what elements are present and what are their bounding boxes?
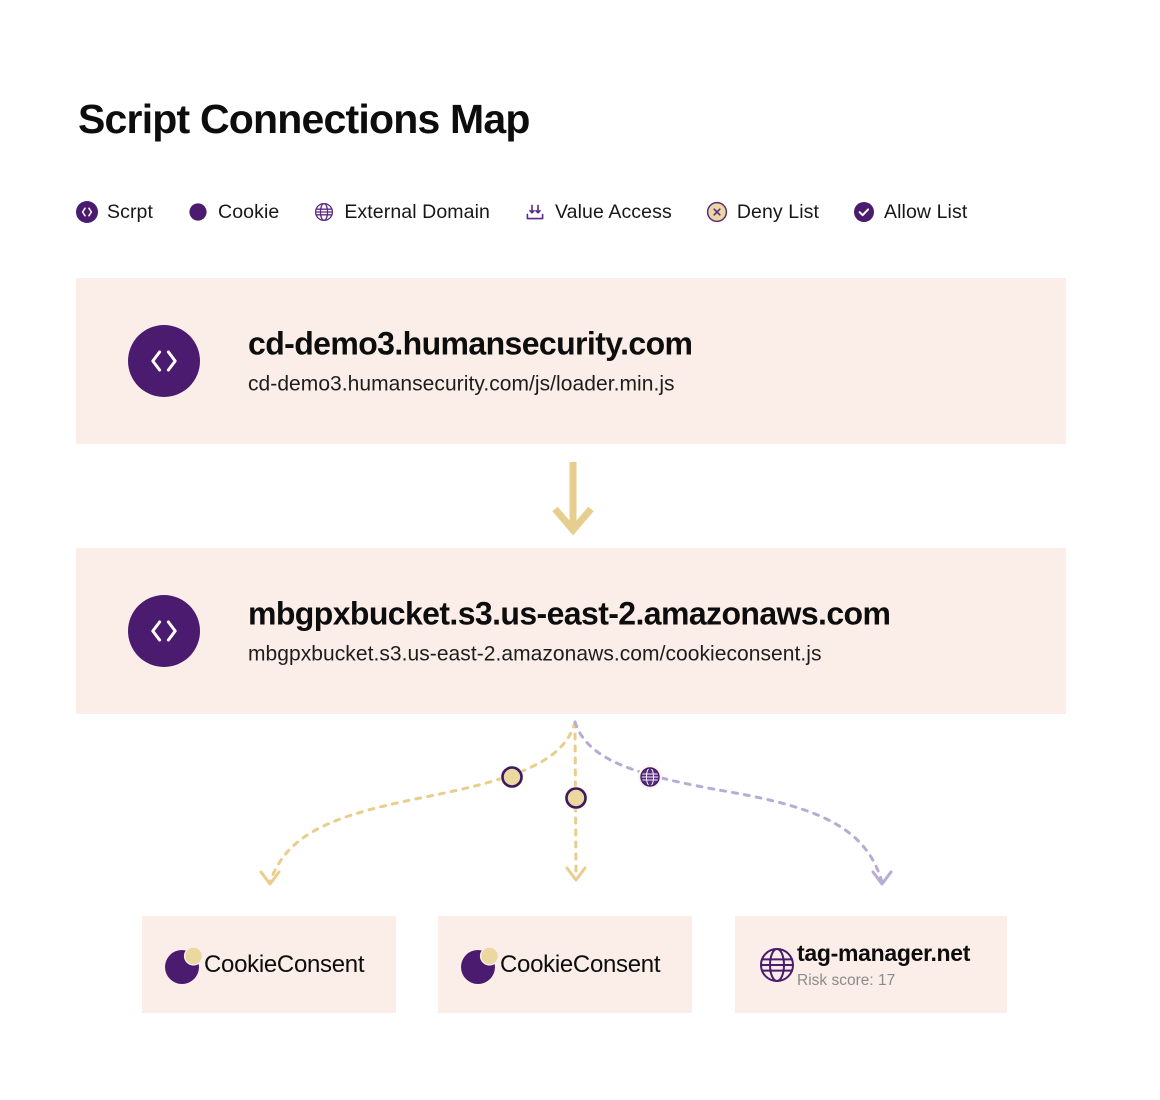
legend-item-cookie: Cookie (187, 201, 279, 224)
leaf-title: CookieConsent (204, 950, 365, 978)
page-title: Script Connections Map (78, 96, 530, 142)
node-text: mbgpxbucket.s3.us-east-2.amazonaws.com m… (248, 595, 891, 667)
edge-middle-arrowhead (565, 866, 587, 882)
script-icon (128, 595, 200, 667)
cookie-icon (461, 945, 500, 984)
leaf-body: tag-manager.net Risk score: 17 (797, 940, 970, 990)
edge-main-arrow (552, 462, 594, 536)
legend-item-deny-list: Deny List (706, 201, 819, 224)
legend-item-value-access: Value Access (524, 201, 672, 224)
node-subtitle: mbgpxbucket.s3.us-east-2.amazonaws.com/c… (248, 642, 822, 666)
legend-label: Scrpt (107, 200, 154, 223)
deny-list-icon (706, 201, 728, 223)
edge-left-path (268, 720, 577, 884)
legend-label: External Domain (344, 200, 490, 223)
edge-right-arrowhead (871, 870, 893, 886)
globe-icon (760, 947, 794, 982)
edge-connectors (259, 720, 893, 886)
leaf-card-cookieconsent-1[interactable]: CookieConsent (142, 916, 396, 1013)
node-icon-wrap (128, 595, 200, 667)
legend-item-allow-list: Allow List (853, 201, 967, 224)
legend: Scrpt Cookie External Domain (76, 197, 967, 227)
legend-item-external-domain: External Domain (313, 201, 490, 224)
cookie-dot-icon (187, 201, 209, 223)
cookie-icon (165, 945, 204, 984)
leaf-card-cookieconsent-2[interactable]: CookieConsent (438, 916, 692, 1013)
legend-label: Cookie (218, 200, 280, 223)
legend-label: Deny List (736, 200, 819, 223)
node-title: mbgpxbucket.s3.us-east-2.amazonaws.com (248, 595, 891, 632)
legend-label: Allow List (884, 200, 968, 223)
leaf-title: CookieConsent (500, 950, 661, 978)
node-icon-wrap (128, 325, 200, 397)
leaf-body: CookieConsent (204, 950, 365, 979)
legend-label: Value Access (554, 200, 672, 223)
edge-middle-cookie-badge (564, 786, 588, 810)
leaf-title: tag-manager.net (797, 939, 971, 966)
node-card-loader[interactable]: cd-demo3.humansecurity.com cd-demo3.huma… (76, 278, 1066, 444)
value-access-icon (524, 201, 546, 223)
allow-list-icon (853, 201, 875, 223)
script-icon (76, 201, 98, 223)
legend-item-script: Scrpt (76, 201, 153, 224)
script-icon (128, 325, 200, 397)
edge-left-cookie-badge (500, 765, 524, 789)
globe-icon (313, 201, 335, 223)
leaf-card-tag-manager[interactable]: tag-manager.net Risk score: 17 (735, 916, 1007, 1013)
node-card-cookieconsent-script[interactable]: mbgpxbucket.s3.us-east-2.amazonaws.com m… (76, 548, 1066, 714)
edge-right-path (573, 720, 884, 884)
node-subtitle: cd-demo3.humansecurity.com/js/loader.min… (248, 372, 675, 396)
node-title: cd-demo3.humansecurity.com (248, 325, 693, 362)
edge-left-arrowhead (259, 870, 281, 886)
leaf-risk-score: Risk score: 17 (797, 971, 896, 989)
leaf-body: CookieConsent (500, 950, 661, 979)
edge-right-globe-badge (638, 765, 662, 789)
node-text: cd-demo3.humansecurity.com cd-demo3.huma… (248, 325, 693, 397)
